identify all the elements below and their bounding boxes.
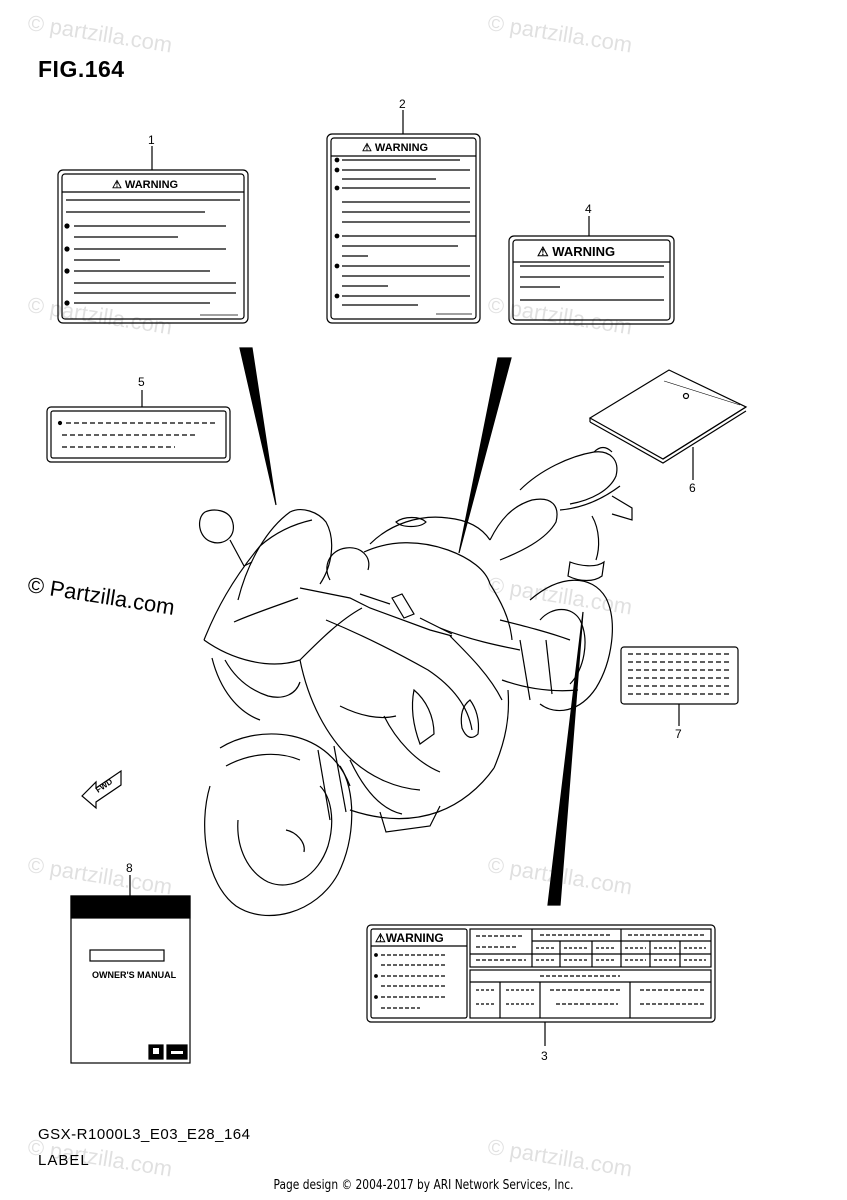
label-7[interactable] <box>620 646 739 726</box>
manual-title: OWNER'S MANUAL <box>92 970 177 980</box>
section-name: LABEL <box>38 1152 90 1169</box>
figure-title: FIG.164 <box>38 56 125 82</box>
label-1-warning-text: ⚠ WARNING <box>112 179 178 191</box>
diagram-code: GSX-R1000L3_E03_E28_164 <box>38 1126 251 1143</box>
leader-wedge-2 <box>458 357 512 554</box>
motorcycle-outline <box>198 446 633 917</box>
label-3[interactable]: ⚠WARNING <box>366 924 716 1046</box>
label-3-warning-text: ⚠WARNING <box>375 931 444 945</box>
label-2-warning-text: ⚠ WARNING <box>362 142 428 154</box>
callout-4: 4 <box>585 202 592 216</box>
label-4[interactable]: ⚠ WARNING <box>508 216 675 325</box>
page-credit: Page design © 2004-2017 by ARI Network S… <box>273 1178 574 1193</box>
callout-7: 7 <box>675 727 682 741</box>
fwd-arrow-icon: FWD <box>81 769 122 810</box>
callout-numbers: 1 2 3 4 5 6 7 8 <box>126 97 696 1063</box>
label-4-warning-text: ⚠ WARNING <box>537 244 615 259</box>
label-5[interactable] <box>46 390 231 463</box>
callout-5: 5 <box>138 375 145 389</box>
leader-wedge-3 <box>547 611 584 906</box>
callout-1: 1 <box>148 133 155 147</box>
label-8[interactable]: OWNER'S MANUAL <box>70 875 191 1064</box>
leader-wedge-1 <box>239 347 277 506</box>
callout-2: 2 <box>399 97 406 111</box>
callout-6: 6 <box>689 481 696 495</box>
label-2[interactable]: ⚠ WARNING <box>326 110 481 324</box>
label-1[interactable]: ⚠ WARNING <box>57 146 249 324</box>
label-6[interactable] <box>588 369 748 480</box>
callout-3: 3 <box>541 1049 548 1063</box>
callout-8: 8 <box>126 861 133 875</box>
